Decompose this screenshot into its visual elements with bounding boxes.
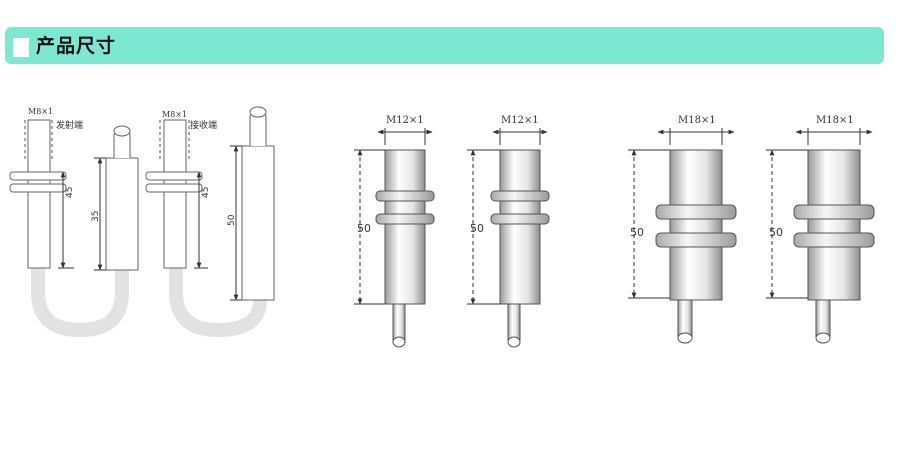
cable-left-u <box>31 268 129 338</box>
m12-sensor-2 <box>467 128 550 348</box>
header-marker <box>13 38 29 57</box>
receiver-body-left <box>105 157 139 271</box>
emitter2-nut-1 <box>145 171 203 181</box>
dim-45-right: 45 <box>201 187 211 198</box>
m18-thread-1: M18×1 <box>678 115 716 126</box>
m18-thread-2: M18×1 <box>816 115 854 126</box>
cable-right-u <box>169 268 267 338</box>
m8-thread-emitter: M8×1 <box>28 107 53 116</box>
m18-sensor-1 <box>628 128 737 344</box>
m8-thread-receiver: M8×1 <box>162 110 187 119</box>
m18-length-1: 50 <box>630 226 644 239</box>
emitter-nut-1 <box>9 171 67 181</box>
dim-35: 35 <box>91 211 101 222</box>
emitter2-nut-2 <box>145 183 203 193</box>
m12-thread-1: M12×1 <box>386 115 424 126</box>
section-title: 产品尺寸 <box>36 35 117 57</box>
m8-sensor-drawing <box>9 106 275 338</box>
dim-45-left: 45 <box>65 187 75 198</box>
receiver-label: 接收端 <box>190 119 217 131</box>
m12-thread-2: M12×1 <box>501 115 539 126</box>
m12-sensor-1 <box>354 128 435 348</box>
m12-length-1: 50 <box>357 222 371 235</box>
receiver-body-right <box>241 145 275 301</box>
header-bar <box>5 27 884 64</box>
m18-length-2: 50 <box>769 226 783 239</box>
emitter-body-2 <box>163 119 187 269</box>
m12-length-2: 50 <box>470 222 484 235</box>
emitter-body <box>27 119 51 269</box>
m18-sensor-2 <box>766 128 875 344</box>
emitter-nut-2 <box>9 183 67 193</box>
emitter-label: 发射端 <box>56 119 83 131</box>
dim-50-m8: 50 <box>227 214 237 226</box>
